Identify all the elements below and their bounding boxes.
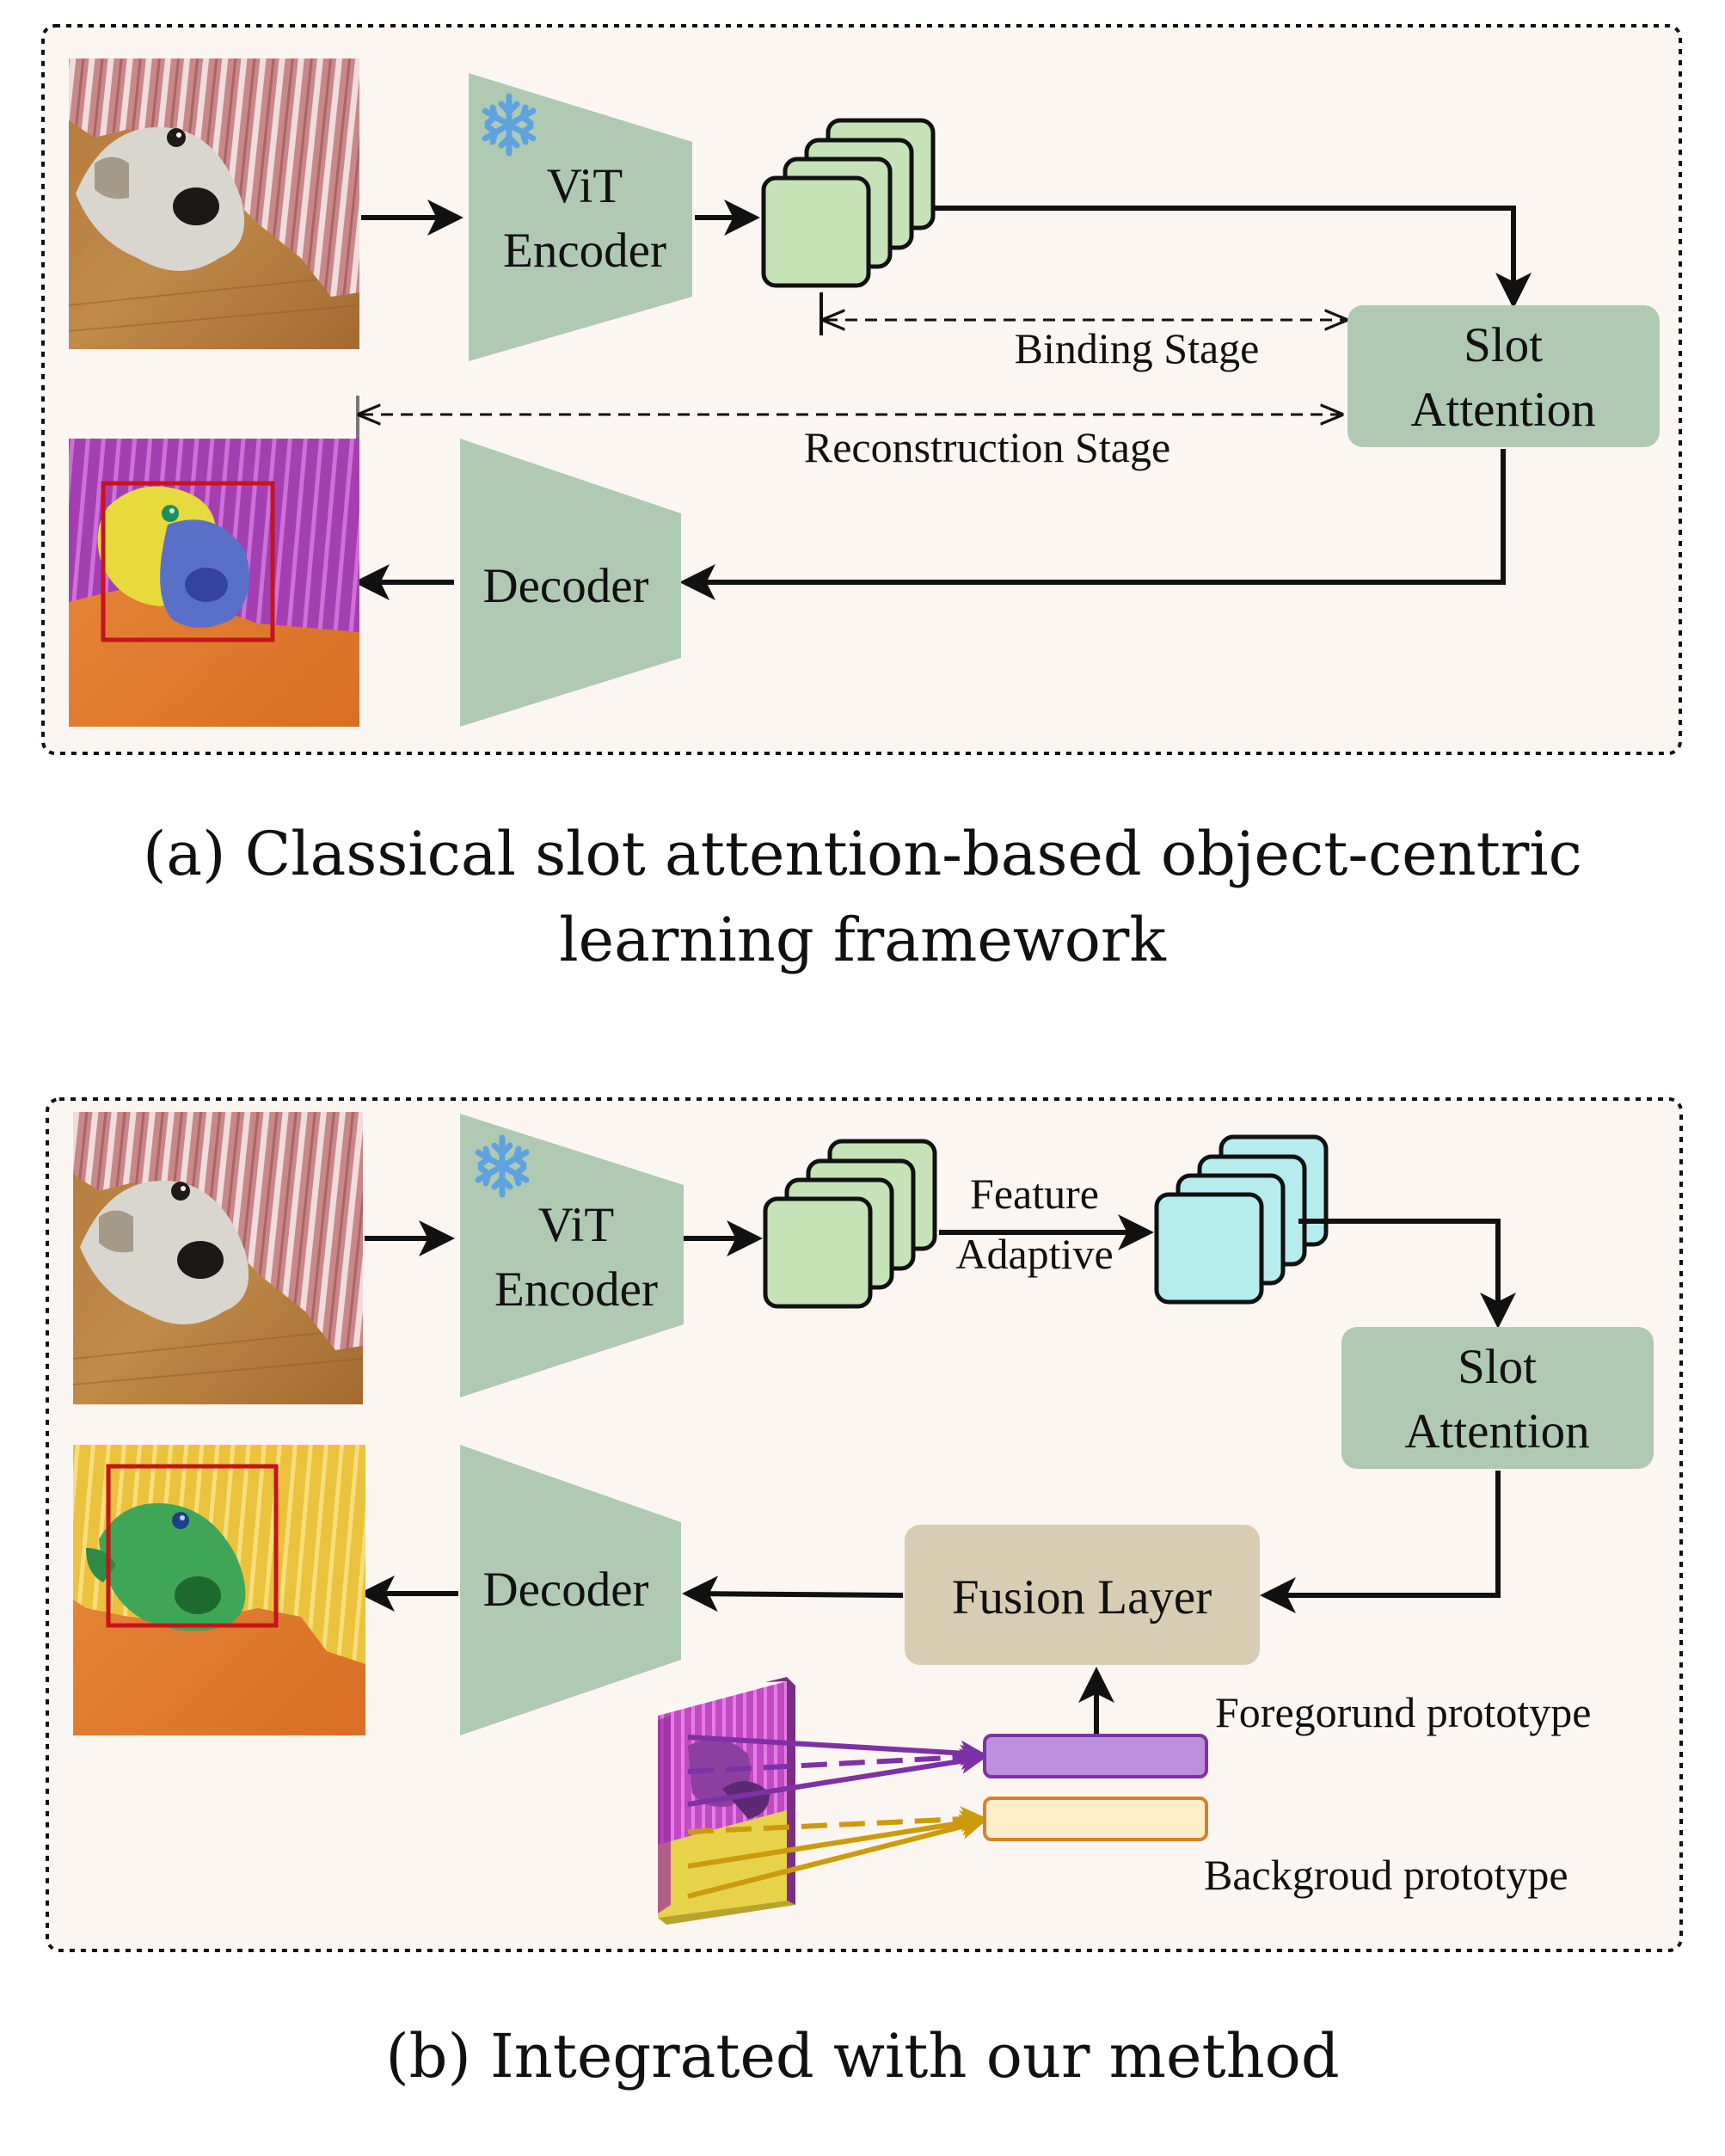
panel-b-frame (46, 1097, 1683, 1952)
feature-adaptive-line2: Adaptive (955, 1230, 1113, 1278)
arrow-slot-attention-to-decoder-a (679, 449, 1506, 600)
feature-adaptive-line1: Feature (970, 1170, 1099, 1218)
adapted-feature-stack-b (1154, 1134, 1329, 1305)
arrow-features-to-slot-attention-a (935, 206, 1532, 309)
foreground-prototype-label: Foregorund prototype (1215, 1688, 1591, 1736)
fusion-layer: Fusion Layer (905, 1525, 1260, 1665)
slot-attention-b-line2: Attention (1404, 1404, 1589, 1459)
encoder-a-label-line1: ViT (547, 159, 623, 213)
arrow-slot-attention-to-fusion (1260, 1471, 1501, 1613)
output-segmentation-a (69, 439, 359, 727)
slot-attention-a: Slot Attention (1347, 305, 1660, 447)
encoder-a-label-line2: Encoder (503, 224, 666, 278)
encoder-b-label-line1: ViT (538, 1198, 614, 1252)
highlight-box-a (101, 481, 275, 642)
background-prototype-label: Backgroud prototype (1204, 1851, 1568, 1899)
slot-attention-b-line1: Slot (1458, 1340, 1537, 1394)
slot-attention-a-line2: Attention (1410, 383, 1595, 437)
slot-attention-b: Slot Attention (1341, 1327, 1654, 1469)
background-prototype-lines (687, 1806, 986, 1899)
feature-stack-a (761, 118, 936, 288)
binding-stage-label: Binding Stage (1015, 324, 1260, 372)
slot-attention-a-line1: Slot (1464, 318, 1543, 372)
caption-a-line2: learning framework (559, 905, 1166, 975)
foreground-prototype-bar (983, 1734, 1208, 1778)
arrow-fusion-to-decoder (682, 1576, 904, 1612)
highlight-box-b (106, 1464, 279, 1628)
decoder-a-label: Decoder (482, 559, 648, 613)
fusion-layer-label: Fusion Layer (952, 1570, 1212, 1625)
background-prototype-bar (983, 1797, 1208, 1841)
input-image-b (72, 1112, 364, 1404)
output-segmentation-b (73, 1445, 365, 1735)
reconstruction-stage-label: Reconstruction Stage (804, 423, 1170, 471)
foreground-prototype-lines (687, 1735, 986, 1807)
vit-encoder-a: ViT Encoder (469, 73, 692, 361)
snowflake-icon (475, 1134, 530, 1198)
input-image-a (68, 58, 360, 349)
decoder-b-label: Decoder (482, 1563, 648, 1617)
decoder-a: Decoder (460, 439, 681, 727)
encoder-b-label-line2: Encoder (494, 1262, 658, 1317)
snowflake-icon (482, 93, 537, 157)
decoder-b: Decoder (460, 1445, 681, 1735)
feature-stack-b (763, 1139, 937, 1309)
vit-encoder-b: ViT Encoder (460, 1114, 684, 1397)
caption-b: (b) Integrated with our method (385, 2021, 1339, 2092)
caption-a-line1: (a) Classical slot attention-based objec… (143, 819, 1582, 889)
arrow-features-to-slot-attention-b (1298, 1219, 1516, 1329)
